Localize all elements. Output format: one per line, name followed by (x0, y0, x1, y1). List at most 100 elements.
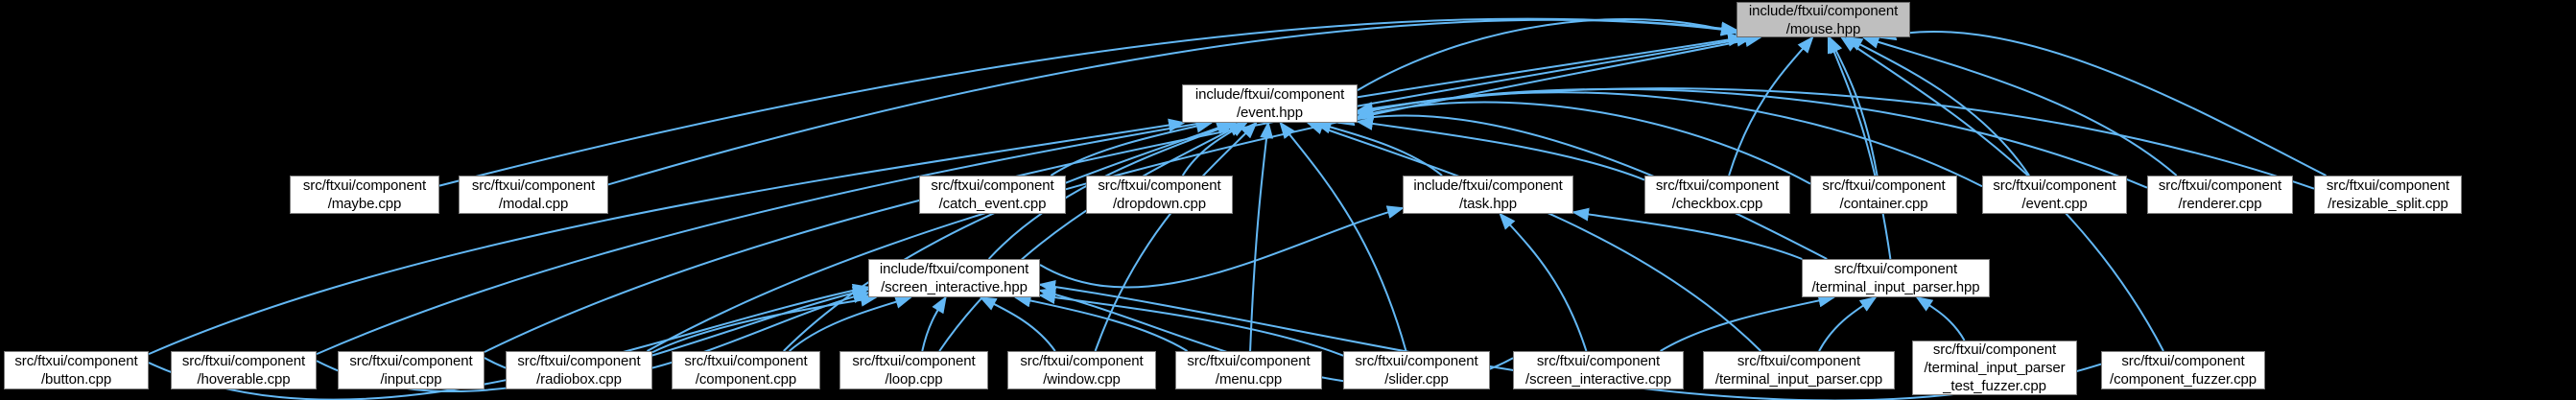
graph-node-event_hpp[interactable]: include/ftxui/component/event.hpp (1182, 84, 1358, 123)
node-label-line1: include/ftxui/component (1748, 2, 1899, 19)
node-label-line1: src/ftxui/component (1833, 261, 1958, 277)
node-label-line1: src/ftxui/component (1737, 353, 1861, 369)
graph-edge-screen_interactive_cpp-to-terminal_input_parser_hpp (1660, 294, 1836, 352)
node-label-line2: /resizable_split.cpp (2328, 196, 2448, 212)
node-label-line2: /terminal_input_parser.hpp (1811, 279, 1980, 295)
graph-edge-menu_cpp-to-screen_interactive_hpp (1013, 294, 1189, 352)
node-label-line2: /modal.cpp (498, 196, 569, 212)
graph-edge-screen_interactive_hpp-to-task_hpp (1039, 205, 1405, 289)
node-label-line1: src/ftxui/component (1187, 353, 1311, 369)
graph-node-checkbox_cpp[interactable]: src/ftxui/component/checkbox.cpp (1644, 176, 1790, 214)
graph-edge-menu_cpp-to-event_hpp (1249, 121, 1274, 352)
node-label-line1: include/ftxui/component (879, 261, 1029, 277)
graph-node-modal_cpp[interactable]: src/ftxui/component/modal.cpp (459, 176, 608, 214)
node-label-line2: /component_fuzzer.cpp (2110, 371, 2257, 388)
graph-node-hoverable_cpp[interactable]: src/ftxui/component/hoverable.cpp (171, 351, 317, 389)
node-label-line2: /hoverable.cpp (197, 371, 291, 388)
graph-node-screen_interactive_hpp[interactable]: include/ftxui/component/screen_interacti… (868, 259, 1040, 297)
node-label-line1: src/ftxui/component (2121, 353, 2245, 369)
graph-node-window_cpp[interactable]: src/ftxui/component/window.cpp (1007, 351, 1156, 389)
graph-node-dropdown_cpp[interactable]: src/ftxui/component/dropdown.cpp (1086, 176, 1233, 214)
node-label-line1: src/ftxui/component (1822, 177, 1946, 194)
node-label-line1: src/ftxui/component (931, 177, 1054, 194)
graph-edge-radiobox_cpp-to-mouse_hpp (646, 34, 1762, 352)
graph-edge-slider_cpp-to-event_hpp (1279, 121, 1407, 352)
graph-edge-radiobox_cpp-to-screen_interactive_hpp (651, 293, 879, 354)
graph-edge-checkbox_cpp-to-event_hpp (1356, 117, 1645, 181)
node-label-line2: /component.cpp (695, 371, 797, 388)
node-label-line2: /task.hpp (1459, 196, 1517, 212)
graph-edge-terminal_input_parser_cpp-to-event_hpp (1306, 121, 1762, 352)
node-label-line1: src/ftxui/component (1536, 353, 1661, 369)
graph-node-resizable_split_cpp[interactable]: src/ftxui/component/resizable_split.cpp (2314, 176, 2462, 214)
graph-node-mouse_hpp[interactable]: include/ftxui/component/mouse.hpp (1737, 2, 1910, 37)
graph-node-loop_cpp[interactable]: src/ftxui/component/loop.cpp (839, 351, 988, 389)
graph-edge-screen_interactive_hpp-to-event_hpp (987, 122, 1238, 260)
graph-node-button_cpp[interactable]: src/ftxui/component/button.cpp (4, 351, 149, 389)
node-label-line1: include/ftxui/component (1413, 177, 1563, 194)
graph-node-slider_cpp[interactable]: src/ftxui/component/slider.cpp (1343, 351, 1490, 389)
graph-node-task_hpp[interactable]: include/ftxui/component/task.hpp (1403, 176, 1573, 214)
graph-edge-event_hpp-to-mouse_hpp (1357, 18, 1738, 91)
graph-edge-button_cpp-to-event_hpp (148, 118, 1186, 356)
node-label-line2: /slider.cpp (1384, 371, 1449, 388)
node-label-line1: src/ftxui/component (1355, 353, 1478, 369)
node-label-line2: /maybe.cpp (327, 196, 402, 212)
node-label-line2: /renderer.cpp (2178, 196, 2262, 212)
node-label-line1: src/ftxui/component (2326, 177, 2450, 194)
graph-node-maybe_cpp[interactable]: src/ftxui/component/maybe.cpp (290, 176, 439, 214)
graph-node-terminal_input_parser_cpp[interactable]: src/ftxui/component/terminal_input_parse… (1703, 351, 1895, 389)
graph-edge-component_cpp-to-screen_interactive_hpp (789, 295, 913, 352)
node-label-line1: src/ftxui/component (349, 353, 473, 369)
graph-edge-component_fuzzer_cpp-to-mouse_hpp (1839, 35, 2164, 352)
node-label-line1: src/ftxui/component (181, 353, 306, 369)
graph-edge-modal_cpp-to-mouse_hpp (607, 18, 1738, 186)
graph-node-radiobox_cpp[interactable]: src/ftxui/component/radiobox.cpp (506, 351, 652, 389)
graph-node-component_fuzzer_cpp[interactable]: src/ftxui/component/component_fuzzer.cpp (2101, 351, 2265, 389)
node-label-line1: src/ftxui/component (1993, 177, 2116, 194)
node-label-line1: src/ftxui/component (471, 177, 596, 194)
graph-node-catch_event_cpp[interactable]: src/ftxui/component/catch_event.cpp (919, 176, 1066, 214)
node-label-line2: /window.cpp (1043, 371, 1121, 388)
node-label-line1: src/ftxui/component (1098, 177, 1221, 194)
node-label-line3: _test_fuzzer.cpp (1943, 378, 2046, 394)
graph-node-input_cpp[interactable]: src/ftxui/component/input.cpp (338, 351, 484, 389)
node-label-line2: /checkbox.cpp (1671, 196, 1763, 212)
node-label-line1: src/ftxui/component (1932, 341, 2057, 358)
graph-edge-screen_interactive_cpp-to-task_hpp (1499, 212, 1588, 352)
graph-node-container_cpp[interactable]: src/ftxui/component/container.cpp (1810, 176, 1957, 214)
graph-edge-terminal_input_parser_cpp-to-terminal_input_parser_hpp (1818, 295, 1878, 352)
node-label-line1: src/ftxui/component (14, 353, 138, 369)
graph-edge-terminal_input_parser_hpp-to-task_hpp (1572, 207, 1803, 260)
graph-node-tip_test_fuzzer_cpp[interactable]: src/ftxui/component/terminal_input_parse… (1912, 341, 2077, 395)
graph-edge-input_cpp-to-mouse_hpp (484, 33, 1754, 353)
graph-node-renderer_cpp[interactable]: src/ftxui/component/renderer.cpp (2147, 176, 2293, 214)
node-label-line1: src/ftxui/component (1655, 177, 1780, 194)
graph-edge-terminal_input_parser_hpp-to-event_hpp (1336, 112, 1828, 260)
graph-edge-hoverable_cpp-to-mouse_hpp (316, 33, 1746, 356)
node-label-line2: /terminal_input_parser (1924, 360, 2066, 376)
graph-edge-checkbox_cpp-to-mouse_hpp (1728, 35, 1814, 176)
node-label-line2: /container.cpp (1839, 196, 1928, 212)
graph-edge-resizable_split_cpp-to-mouse_hpp (1879, 27, 2327, 176)
graph-edge-tip_test_fuzzer_cpp-to-terminal_input_parser_hpp (1915, 295, 1966, 341)
graph-node-terminal_input_parser_hpp[interactable]: src/ftxui/component/terminal_input_parse… (1802, 259, 1990, 297)
graph-node-menu_cpp[interactable]: src/ftxui/component/menu.cpp (1175, 351, 1322, 389)
graph-node-screen_interactive_cpp[interactable]: src/ftxui/component/screen_interactive.c… (1513, 351, 1684, 389)
node-label-line2: /button.cpp (40, 371, 112, 388)
node-label-line2: /screen_interactive.hpp (881, 279, 1028, 295)
node-label-line1: src/ftxui/component (2158, 177, 2282, 194)
node-label-line2: /input.cpp (380, 371, 442, 388)
graph-node-component_cpp[interactable]: src/ftxui/component/component.cpp (672, 351, 820, 389)
node-label-line1: src/ftxui/component (302, 177, 427, 194)
graph-edge-container_cpp-to-event_hpp (1356, 101, 1811, 185)
node-label-line1: src/ftxui/component (684, 353, 808, 369)
node-label-line2: /radiobox.cpp (536, 371, 622, 388)
graph-edge-loop_cpp-to-screen_interactive_hpp (921, 295, 947, 352)
graph-edge-terminal_input_parser_hpp-to-mouse_hpp (1827, 35, 1892, 260)
graph-edge-event_cpp-to-event_hpp (1356, 91, 1983, 188)
graph-node-event_cpp[interactable]: src/ftxui/component/event.cpp (1982, 176, 2127, 214)
node-label-line1: src/ftxui/component (1020, 353, 1144, 369)
